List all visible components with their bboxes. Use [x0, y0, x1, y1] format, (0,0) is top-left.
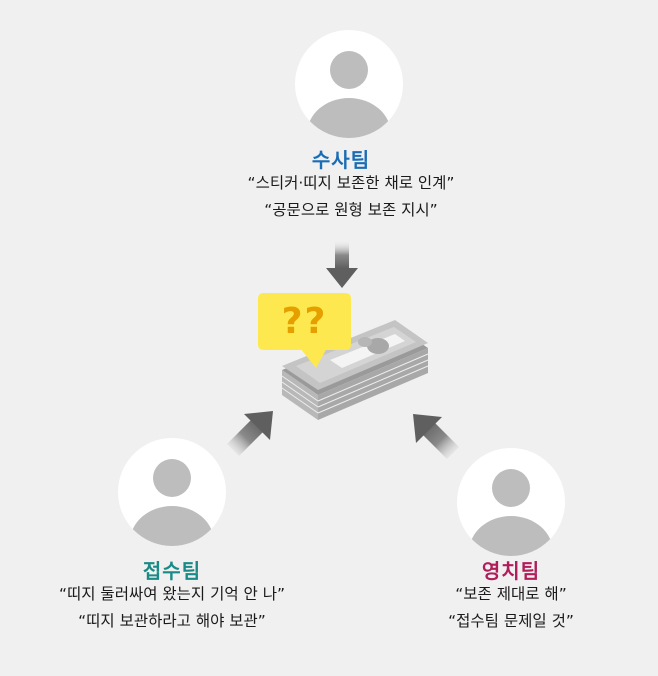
quote-investigation-1: “스티커·띠지 보존한 채로 인계”: [247, 174, 455, 192]
question-bubble: [258, 293, 351, 368]
quote-receiving-1: “띠지 둘러싸여 왔는지 기억 안 나”: [58, 585, 286, 603]
person-silhouette-icon: [457, 448, 565, 556]
bubble-text: ??: [281, 301, 328, 342]
quote-investigation-2: “공문으로 원형 보존 지시”: [264, 201, 438, 219]
arrow-icon-left: [227, 411, 273, 456]
arrow-icon-top: [326, 240, 358, 288]
team-name-receiving: 접수팀: [142, 559, 202, 583]
cash-bundle-icon: [281, 320, 429, 420]
arrow-icon-right: [413, 414, 459, 459]
quote-receiving-2: “띠지 보관하라고 해야 보관”: [78, 612, 266, 630]
team-name-custody: 영치팀: [481, 559, 541, 583]
quote-custody-1: “보존 제대로 해”: [455, 585, 567, 603]
person-silhouette-icon: [295, 30, 403, 138]
person-silhouette-icon: [118, 438, 226, 546]
team-name-investigation: 수사팀: [311, 148, 371, 172]
quote-custody-2: “접수팀 문제일 것”: [448, 612, 574, 630]
